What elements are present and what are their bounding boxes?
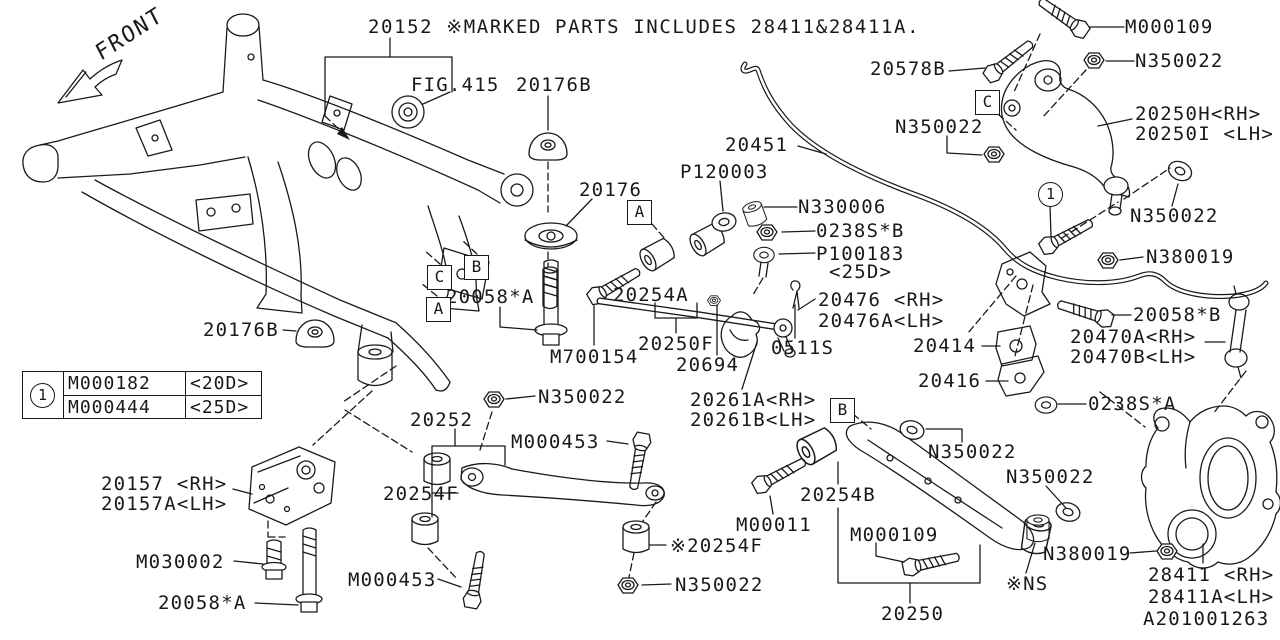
callout-20252: 20252 <box>410 409 474 431</box>
callout-20250: 20250 <box>881 603 945 625</box>
rear-knuckle <box>1025 391 1280 574</box>
callout-20261b: 20261B<LH> <box>690 409 817 431</box>
callout-n380019-r: N380019 <box>1146 246 1235 268</box>
callout-20451: 20451 <box>725 134 789 156</box>
callout-0238s-b: 0238S*B <box>816 220 905 242</box>
front-lateral-link <box>411 391 672 611</box>
callout-ns: ※NS <box>1006 573 1049 595</box>
section-box-c-center: C <box>427 265 452 290</box>
section-box-b-lower: B <box>830 398 855 423</box>
callout-20416: 20416 <box>918 370 982 392</box>
assembly-20152-pointer <box>324 37 453 140</box>
bolt-size-legend: 1 M000182 <20D> M000444 <25D> <box>22 371 262 419</box>
callout-n350022-arm2: N350022 <box>1006 466 1095 488</box>
diagram-code: A201001263 <box>1143 608 1270 630</box>
callout-20157: 20157 <RH> <box>101 473 228 495</box>
callout-20250h: 20250H<RH> <box>1135 103 1262 125</box>
callout-20414: 20414 <box>913 335 977 357</box>
legend-part-2: M000444 <box>63 395 185 418</box>
callout-20254b: 20254B <box>800 484 876 506</box>
callout-20254f: 20254F <box>383 483 459 505</box>
callout-m000109-top: M000109 <box>1125 16 1214 38</box>
callout-20157a: 20157A<LH> <box>101 493 228 515</box>
callout-n350022-mid: N350022 <box>538 386 627 408</box>
callout-20476: 20476 <RH> <box>818 289 945 311</box>
callout-m000109-b: M000109 <box>850 524 939 546</box>
upper-arm-bolts <box>946 0 1135 163</box>
callout-20250f: 20250F <box>638 333 714 355</box>
callout-20176: 20176 <box>579 179 643 201</box>
center-bolts <box>499 259 645 346</box>
support-bracket-20157 <box>232 365 413 613</box>
callout-x20254f: ※20254F <box>670 535 763 557</box>
callout-20176b-top: 20176B <box>516 74 592 96</box>
callout-n350022-arm1: N350022 <box>928 441 1017 463</box>
ref-circle-1: 1 <box>1038 182 1063 207</box>
callout-20058-a-bl: 20058*A <box>158 592 247 614</box>
callout-p100183: P100183 <box>816 243 905 265</box>
callout-n380019-b: N380019 <box>1043 543 1132 565</box>
legend-part-1: M000182 <box>63 372 185 395</box>
callout-m00011: M00011 <box>736 514 812 536</box>
callout-20176b-left: 20176B <box>203 319 279 341</box>
callout-20694: 20694 <box>676 354 740 376</box>
diagram-title: 20152 ※MARKED PARTS INCLUDES 28411&28411… <box>368 16 921 38</box>
section-box-c-topright: C <box>975 90 1000 115</box>
callout-0238s-a: 0238S*A <box>1088 393 1177 415</box>
callout-0511s: 0511S <box>771 337 835 359</box>
callout-n350022-bc: N350022 <box>675 574 764 596</box>
upper-control-arm <box>1000 60 1196 269</box>
callout-m030002: M030002 <box>136 551 225 573</box>
callout-20254a: 20254A <box>613 284 689 306</box>
front-arrow-icon <box>57 59 123 104</box>
callout-fig-415: FIG.415 <box>411 74 500 96</box>
callout-m700154: M700154 <box>550 346 639 368</box>
section-box-pointers <box>420 240 478 297</box>
callout-n350022-w: N350022 <box>1130 205 1219 227</box>
lateral-link-20250f <box>596 220 816 390</box>
callout-n330006: N330006 <box>798 196 887 218</box>
section-box-b-center: B <box>464 255 489 280</box>
callout-20578b: 20578B <box>870 58 946 80</box>
section-box-a-center: A <box>426 297 451 322</box>
callout-20250i: 20250I <LH> <box>1135 123 1275 145</box>
callout-20058-a-c: 20058*A <box>446 286 535 308</box>
stabilizer-bar-20451 <box>740 61 1269 299</box>
legend-ref-circle: 1 <box>30 383 55 408</box>
callout-n350022-c: N350022 <box>895 116 984 138</box>
lower-control-arm <box>749 413 1083 604</box>
callout-20470b: 20470B<LH> <box>1070 346 1197 368</box>
callout-p120003: P120003 <box>680 161 769 183</box>
callout-p100183-size: <25D> <box>829 261 893 283</box>
link-pivot-hardware <box>651 180 816 296</box>
section-box-a-link: A <box>627 200 652 225</box>
legend-size-1: <20D> <box>185 372 261 395</box>
callout-20476a: 20476A<LH> <box>818 310 945 332</box>
legend-ref-cell: 1 <box>23 372 63 418</box>
callout-m000453-l: M000453 <box>348 569 437 591</box>
callout-20261a: 20261A<RH> <box>690 389 817 411</box>
callout-20058-b: 20058*B <box>1133 304 1222 326</box>
callout-28411: 28411 <RH> <box>1148 564 1275 586</box>
left-subframe-bushing <box>282 319 335 348</box>
stabilizer-mounts <box>967 251 1132 414</box>
callout-28411a: 28411A<LH> <box>1148 586 1275 608</box>
callout-m000453-u: M000453 <box>511 431 600 453</box>
callout-n350022-tr: N350022 <box>1135 50 1224 72</box>
callout-20470a: 20470A<RH> <box>1070 326 1197 348</box>
legend-size-2: <25D> <box>185 395 261 418</box>
